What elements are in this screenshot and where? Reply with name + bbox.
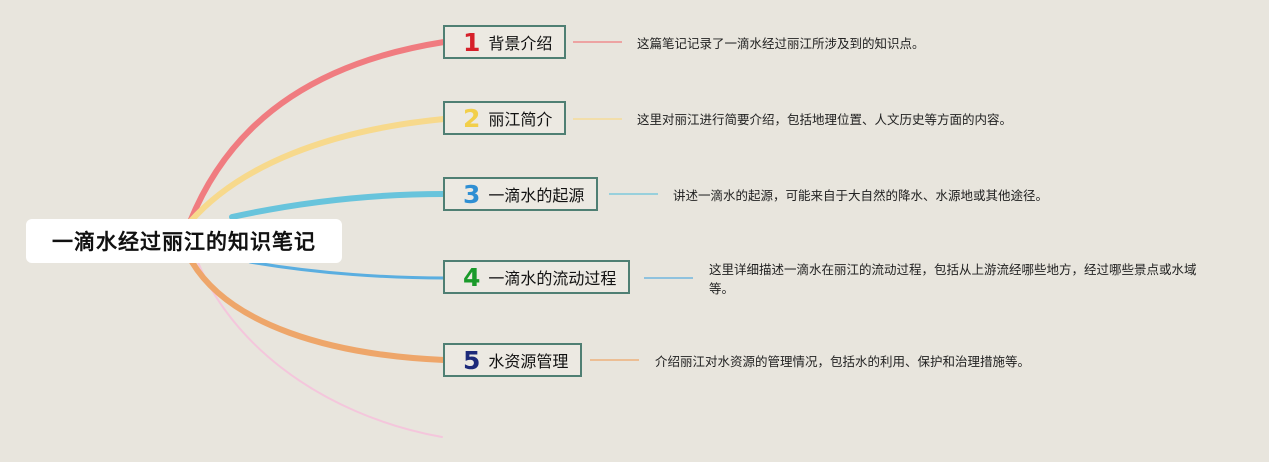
branch-number-2: 2 xyxy=(463,103,481,133)
branch-number-1: 1 xyxy=(463,27,481,57)
connector-background-intro xyxy=(187,39,447,225)
branch-label: 水资源管理 xyxy=(488,352,569,371)
connector-lijiang-intro xyxy=(187,116,447,225)
branch-label: 一滴水的流动过程 xyxy=(488,269,617,288)
description-water-management: 介绍丽江对水资源的管理情况，包括水的利用、保护和治理措施等。 xyxy=(655,354,1031,369)
root-topic[interactable]: 一滴水经过丽江的知识笔记 xyxy=(26,219,342,263)
connector-water-origin xyxy=(229,191,447,220)
connector-water-management xyxy=(189,259,447,363)
branch-lijiang-intro[interactable]: 2 丽江简介 xyxy=(443,101,567,135)
branch-label: 一滴水的起源 xyxy=(488,186,585,205)
branch-number-4: 4 xyxy=(463,262,481,292)
description-lijiang-intro: 这里对丽江进行简要介绍，包括地理位置、人文历史等方面的内容。 xyxy=(637,112,1013,127)
branch-label: 背景介绍 xyxy=(488,34,553,53)
description-water-flow: 这里详细描述一滴水在丽江的流动过程，包括从上游流经哪些地方，经过哪些景点或水域等… xyxy=(709,262,1197,296)
branch-number-5: 5 xyxy=(463,345,481,375)
branch-water-flow[interactable]: 4 一滴水的流动过程 xyxy=(443,260,631,294)
description-background-intro: 这篇笔记记录了一滴水经过丽江所涉及到的知识点。 xyxy=(637,36,925,51)
branch-label: 丽江简介 xyxy=(488,110,553,129)
description-water-origin: 讲述一滴水的起源，可能来自于大自然的降水、水源地或其他途径。 xyxy=(673,188,1049,203)
branch-background-intro[interactable]: 1 背景介绍 xyxy=(443,25,567,59)
branch-number-3: 3 xyxy=(463,179,481,209)
branch-water-management[interactable]: 5 水资源管理 xyxy=(443,343,583,377)
branch-water-origin[interactable]: 3 一滴水的起源 xyxy=(443,177,599,211)
connector-water-flow xyxy=(248,260,446,280)
